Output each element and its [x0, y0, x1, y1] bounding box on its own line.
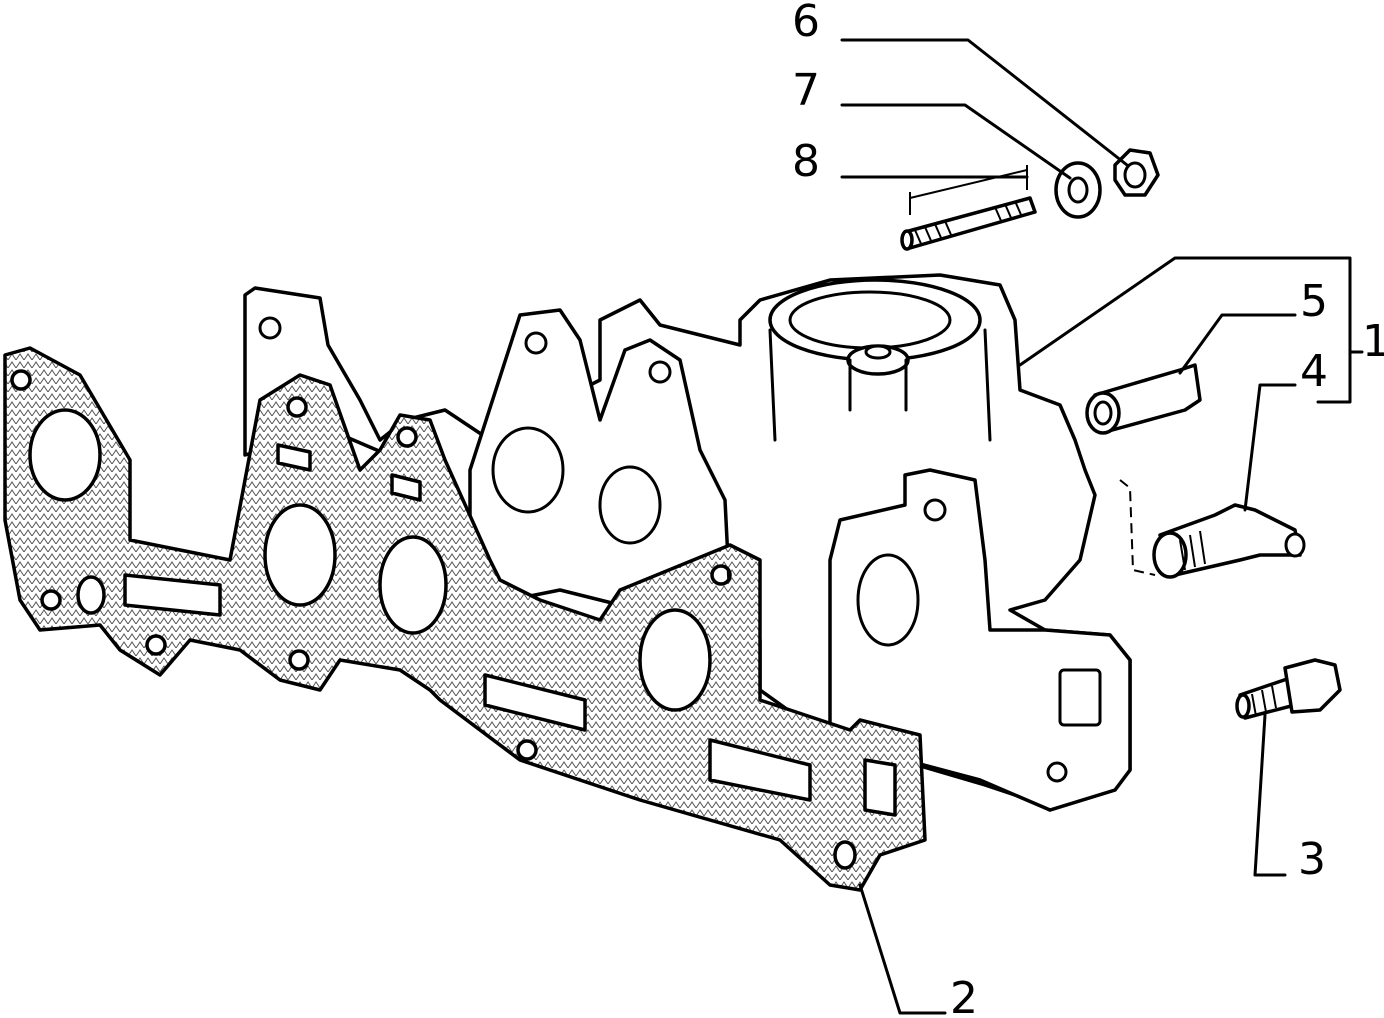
callout-4: 4	[1300, 346, 1328, 397]
manifold-body	[243, 273, 1132, 812]
callout-6: 6	[792, 0, 820, 47]
callout-3: 3	[1298, 834, 1326, 885]
callout-7: 7	[792, 65, 820, 116]
callout-5: 5	[1300, 276, 1328, 327]
screw-part	[1235, 658, 1342, 720]
elbow-fitting-part	[1119, 479, 1306, 579]
nut-part	[1113, 148, 1160, 197]
stud-part	[900, 165, 1037, 251]
manifold-gasket	[3, 346, 927, 892]
callout-2: 2	[950, 973, 978, 1018]
fitting-part	[1085, 363, 1202, 435]
callout-8: 8	[792, 136, 820, 187]
leader-lines	[840, 38, 1364, 1015]
callout-labels: 6 7 8 5 1 4 3 2	[792, 0, 1384, 1018]
callout-1: 1	[1362, 316, 1384, 367]
